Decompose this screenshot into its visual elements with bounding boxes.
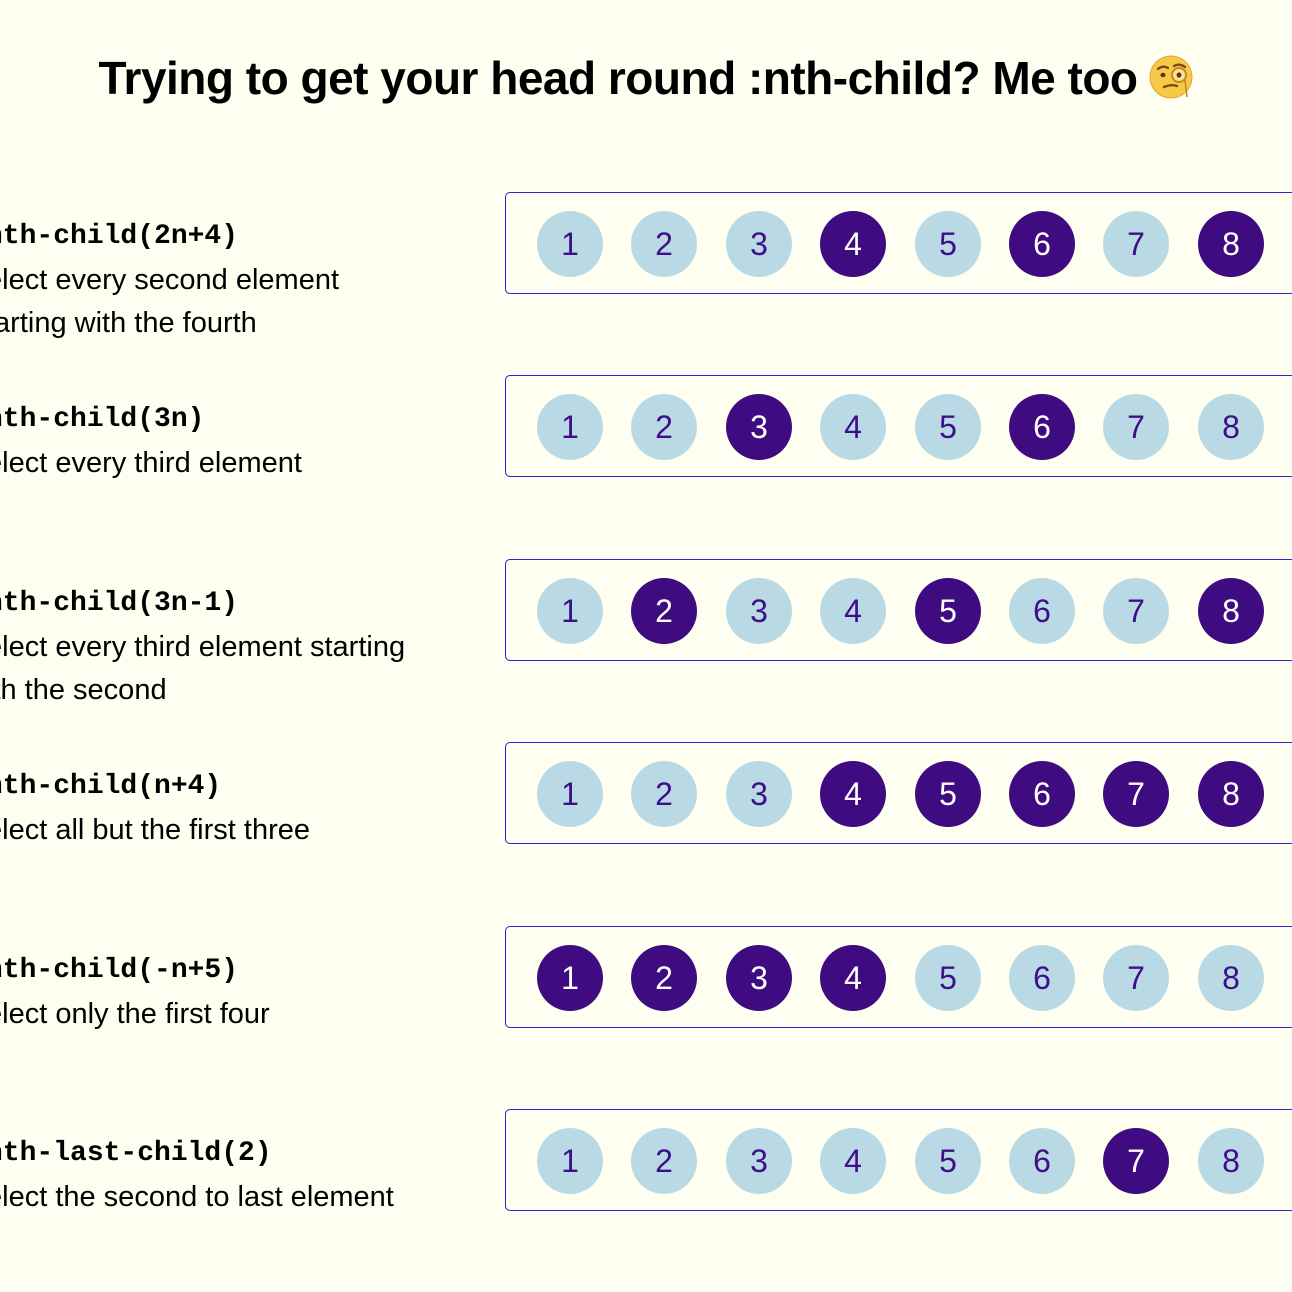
element-circle: 5	[915, 211, 981, 277]
selector-row: nth-child(2n+4) elect every second elemen…	[0, 192, 1292, 375]
element-circle-selected: 2	[631, 945, 697, 1011]
element-circle: 2	[631, 761, 697, 827]
selector-code: nth-last-child(2)	[0, 1138, 272, 1169]
element-circle: 8	[1198, 394, 1264, 460]
selector-code: nth-child(n+4)	[0, 771, 222, 802]
element-circle-selected: 8	[1198, 211, 1264, 277]
element-circle: 4	[820, 1128, 886, 1194]
element-circle: 1	[537, 394, 603, 460]
element-circle: 4	[820, 394, 886, 460]
selector-text: nth-last-child(2) elect the second to las…	[0, 1132, 466, 1219]
element-circle-selected: 7	[1103, 1128, 1169, 1194]
element-circle-selected: 4	[820, 945, 886, 1011]
element-circle: 5	[915, 945, 981, 1011]
element-circle: 2	[631, 394, 697, 460]
element-circle: 1	[537, 578, 603, 644]
selector-code: nth-child(3n)	[0, 404, 205, 435]
element-circle-selected: 2	[631, 578, 697, 644]
selector-row: nth-child(3n-1) elect every third element…	[0, 559, 1292, 742]
element-circle: 7	[1103, 945, 1169, 1011]
element-circle: 2	[631, 1128, 697, 1194]
element-circle: 5	[915, 1128, 981, 1194]
page-title-text: Trying to get your head round :nth-child…	[98, 52, 1138, 104]
element-circle: 4	[820, 578, 886, 644]
selector-code: nth-child(-n+5)	[0, 955, 239, 986]
element-circle: 1	[537, 211, 603, 277]
element-circle: 8	[1198, 945, 1264, 1011]
element-circle: 3	[726, 578, 792, 644]
selector-text: nth-child(n+4) elect all but the first th…	[0, 765, 466, 852]
element-circle-selected: 3	[726, 945, 792, 1011]
element-circle-selected: 3	[726, 394, 792, 460]
selector-description: elect every third element starting	[0, 631, 406, 663]
selector-description: elect only the first four	[0, 998, 270, 1030]
element-circle: 7	[1103, 211, 1169, 277]
selector-description: ith the second	[0, 674, 167, 706]
element-circle: 8	[1198, 1128, 1264, 1194]
page-title: Trying to get your head round :nth-child…	[0, 50, 1292, 106]
element-circle-selected: 6	[1009, 394, 1075, 460]
selector-description: elect every third element	[0, 447, 302, 479]
selector-code: nth-child(3n-1)	[0, 588, 239, 619]
element-circle: 5	[915, 394, 981, 460]
selector-description: elect the second to last element	[0, 1181, 394, 1213]
selector-text: nth-child(2n+4) elect every second elemen…	[0, 215, 466, 345]
element-circle: 6	[1009, 945, 1075, 1011]
element-circle: 1	[537, 1128, 603, 1194]
face-with-monocle-icon	[1149, 55, 1193, 99]
element-circle: 3	[726, 1128, 792, 1194]
selector-row: nth-child(-n+5) elect only the first four…	[0, 926, 1292, 1109]
selector-description: tarting with the fourth	[0, 307, 257, 339]
selector-code: nth-child(2n+4)	[0, 221, 239, 252]
element-circle-selected: 4	[820, 761, 886, 827]
element-circle-selected: 6	[1009, 211, 1075, 277]
element-circle-selected: 5	[915, 761, 981, 827]
selector-text: nth-child(3n) elect every third element	[0, 398, 466, 485]
element-circle: 3	[726, 211, 792, 277]
element-circle-selected: 1	[537, 945, 603, 1011]
element-circle: 7	[1103, 394, 1169, 460]
selector-text: nth-child(-n+5) elect only the first four	[0, 949, 466, 1036]
element-circle: 3	[726, 761, 792, 827]
element-circle: 6	[1009, 578, 1075, 644]
element-circle-selected: 4	[820, 211, 886, 277]
element-circle-selected: 7	[1103, 761, 1169, 827]
element-circle-selected: 5	[915, 578, 981, 644]
element-circle: 6	[1009, 1128, 1075, 1194]
element-circle: 1	[537, 761, 603, 827]
selector-text: nth-child(3n-1) elect every third element…	[0, 582, 466, 712]
element-circle: 2	[631, 211, 697, 277]
selector-row: nth-child(n+4) elect all but the first th…	[0, 742, 1292, 925]
selector-row: nth-last-child(2) elect the second to las…	[0, 1109, 1292, 1292]
selector-description: elect all but the first three	[0, 814, 310, 846]
element-circle: 7	[1103, 578, 1169, 644]
element-circle-selected: 8	[1198, 761, 1264, 827]
element-circle-selected: 8	[1198, 578, 1264, 644]
element-circle-selected: 6	[1009, 761, 1075, 827]
selector-description: elect every second element	[0, 264, 340, 296]
